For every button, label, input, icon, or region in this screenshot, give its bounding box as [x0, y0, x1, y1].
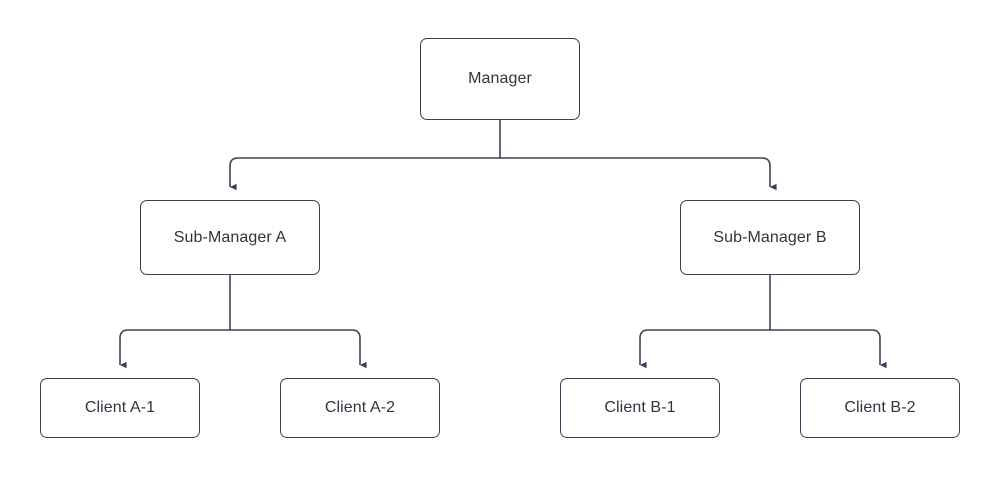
node-client-a-2[interactable]: Client A-2 [280, 378, 440, 438]
node-client-b-1-label: Client B-1 [604, 399, 676, 417]
edge-sub-a-client-a-2 [230, 329, 367, 369]
node-client-a-2-label: Client A-2 [324, 399, 396, 417]
node-client-b-2[interactable]: Client B-2 [800, 378, 960, 438]
node-sub-manager-a-label: Sub-Manager A [173, 228, 287, 246]
node-manager-label: Manager [468, 70, 532, 88]
node-client-b-2-label: Client B-2 [844, 399, 916, 417]
edge-sub-b-client-b-1 [639, 329, 770, 369]
edge-manager-sub-b [500, 157, 777, 191]
edge-sub-a-client-a-1 [119, 329, 230, 369]
node-sub-manager-b-label: Sub-Manager B [713, 228, 827, 246]
node-client-b-1[interactable]: Client B-1 [560, 378, 720, 438]
node-client-a-1-label: Client A-1 [84, 399, 156, 417]
node-sub-manager-b[interactable]: Sub-Manager B [680, 200, 860, 275]
edge-sub-b-client-b-2 [770, 329, 887, 369]
node-sub-manager-a[interactable]: Sub-Manager A [140, 200, 320, 275]
edge-manager-sub-a [229, 157, 500, 191]
node-manager[interactable]: Manager [420, 38, 580, 120]
node-client-a-1[interactable]: Client A-1 [40, 378, 200, 438]
